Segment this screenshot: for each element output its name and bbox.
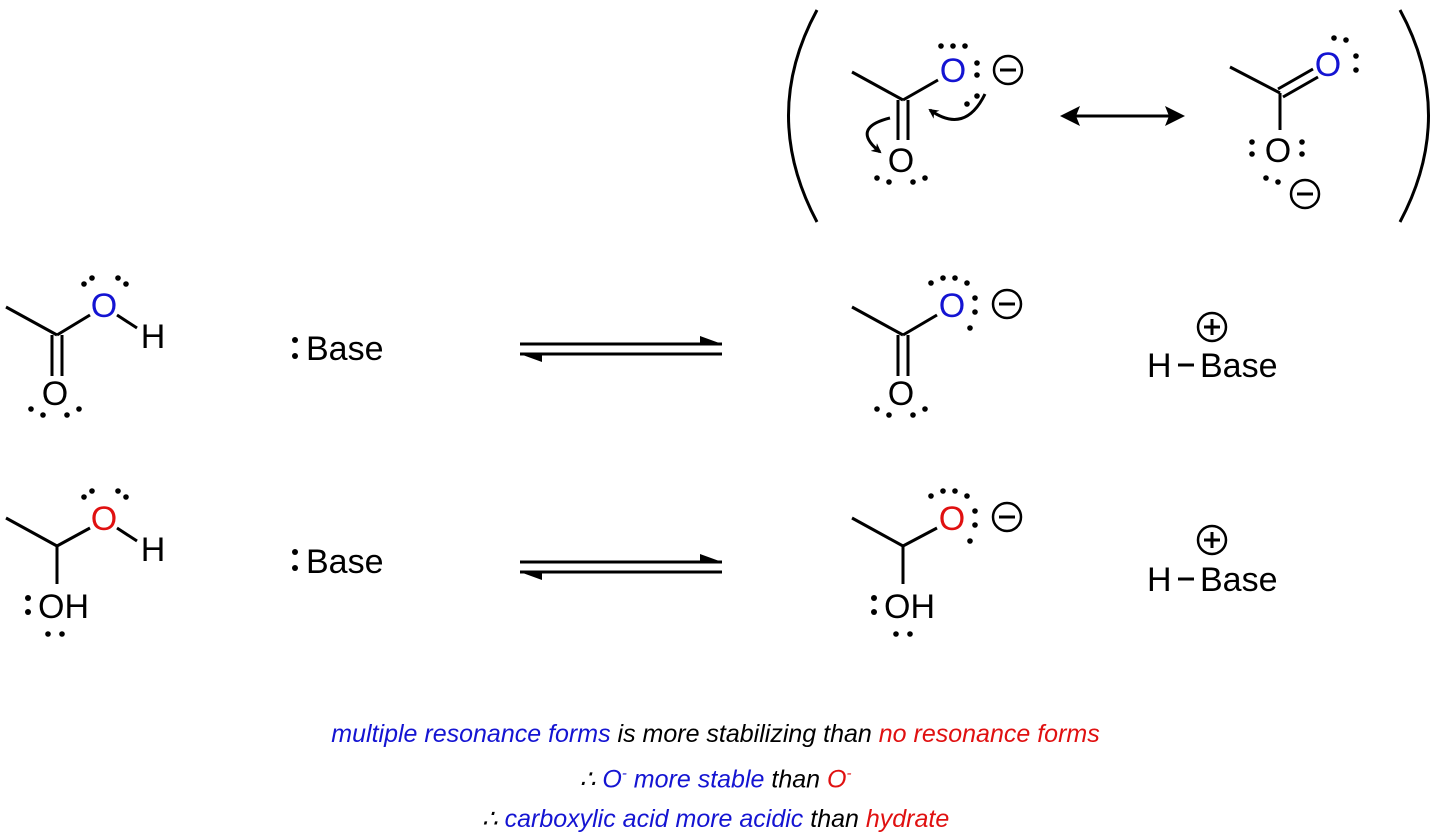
double-bond — [1277, 67, 1314, 91]
caption-run: multiple resonance forms — [331, 720, 611, 748]
oxygen-atom: O — [1315, 46, 1341, 84]
lone-pairs — [28, 275, 129, 418]
bond — [116, 313, 138, 330]
resonance-form-1: O O — [851, 43, 1024, 185]
minus-charge — [1289, 178, 1321, 210]
base-label: Base — [1200, 561, 1278, 599]
caption-superscript: - — [846, 765, 852, 782]
hydroxyl-group: OH — [38, 588, 89, 626]
base-label: Base — [306, 330, 384, 368]
bond — [851, 70, 904, 102]
bond — [116, 526, 138, 543]
base-label: Base — [306, 543, 384, 581]
oxygen-atom: O — [42, 375, 68, 413]
caption-run: ∴ — [579, 765, 603, 794]
lone-pairs — [874, 43, 980, 185]
base-label: Base — [1200, 347, 1278, 385]
caption-run: than — [764, 765, 827, 794]
carboxylate-molecule: O O — [851, 275, 1023, 418]
left-parenthesis — [787, 9, 819, 223]
oxygen-atom: O — [91, 500, 117, 538]
hydrogen-label: H — [1147, 561, 1172, 599]
acetic-acid-molecule: O H O — [5, 275, 166, 418]
hydrogen-atom: H — [141, 318, 166, 356]
electron-push-arrow — [865, 116, 891, 154]
hydrate-molecule: O H OH — [5, 488, 166, 637]
lone-pairs — [1249, 35, 1359, 185]
bond — [56, 313, 91, 337]
right-parenthesis — [1398, 9, 1430, 223]
base-reagent: Base — [292, 543, 384, 581]
equilibrium-arrow — [520, 554, 722, 580]
resonance-bracket-group: O O — [787, 9, 1430, 223]
minus-charge — [992, 54, 1024, 86]
caption-run: carboxylic acid more acidic — [504, 805, 804, 834]
caption-run: more stable — [626, 765, 765, 794]
conjugate-acid: H Base — [1147, 311, 1278, 385]
equilibrium-arrow — [520, 336, 722, 362]
double-bond — [1282, 75, 1319, 99]
caption-run: O — [602, 765, 622, 794]
bond — [851, 516, 904, 548]
lone-pairs — [871, 488, 978, 637]
electron-push-arrow — [928, 93, 987, 121]
bond — [56, 526, 91, 548]
caption-run: hydrate — [865, 805, 950, 834]
caption-run: is more stabilizing than — [610, 720, 879, 748]
resonance-arrow — [1060, 106, 1185, 126]
bond — [5, 305, 58, 337]
resonance-form-2: O O — [1229, 35, 1359, 210]
bond — [902, 313, 938, 337]
oxygen-atom: O — [91, 287, 117, 325]
base-reagent: Base — [292, 330, 384, 368]
hydroxyl-group: OH — [884, 588, 935, 626]
alkoxide-molecule: O OH — [851, 488, 1023, 637]
bond — [851, 305, 904, 337]
bond — [902, 78, 939, 102]
lone-pairs — [874, 275, 978, 418]
plus-charge — [1196, 524, 1228, 556]
bond — [1229, 65, 1281, 95]
oxygen-atom: O — [888, 375, 914, 413]
plus-charge — [1196, 311, 1228, 343]
hydrogen-atom: H — [141, 531, 166, 569]
row-carboxylic-acid: O H O Base O O — [5, 275, 1278, 418]
bond — [5, 516, 58, 548]
caption-run: no resonance forms — [878, 720, 1100, 748]
minus-charge — [991, 501, 1023, 533]
oxygen-atom: O — [940, 52, 966, 90]
hydrogen-label: H — [1147, 347, 1172, 385]
oxygen-atom: O — [888, 142, 914, 180]
row-hydrate: O H OH Base O OH — [5, 488, 1278, 637]
conjugate-acid: H Base — [1147, 524, 1278, 599]
caption-line-2: ∴ O- more stable than O- — [0, 754, 1431, 799]
oxygen-atom: O — [939, 287, 965, 325]
minus-charge — [991, 288, 1023, 320]
caption-run: ∴ — [481, 805, 505, 834]
caption-run: than — [803, 805, 866, 834]
oxygen-atom: O — [1265, 132, 1291, 170]
lone-pairs — [25, 488, 129, 637]
oxygen-atom: O — [939, 500, 965, 538]
caption-line-1: multiple resonance forms is more stabili… — [0, 714, 1431, 754]
caption-line-3: ∴ carboxylic acid more acidic than hydra… — [0, 799, 1431, 836]
caption-superscript: - — [621, 765, 627, 782]
caption-run: O — [826, 765, 847, 794]
bond — [902, 526, 938, 548]
conclusion-caption: multiple resonance forms is more stabili… — [0, 714, 1431, 836]
